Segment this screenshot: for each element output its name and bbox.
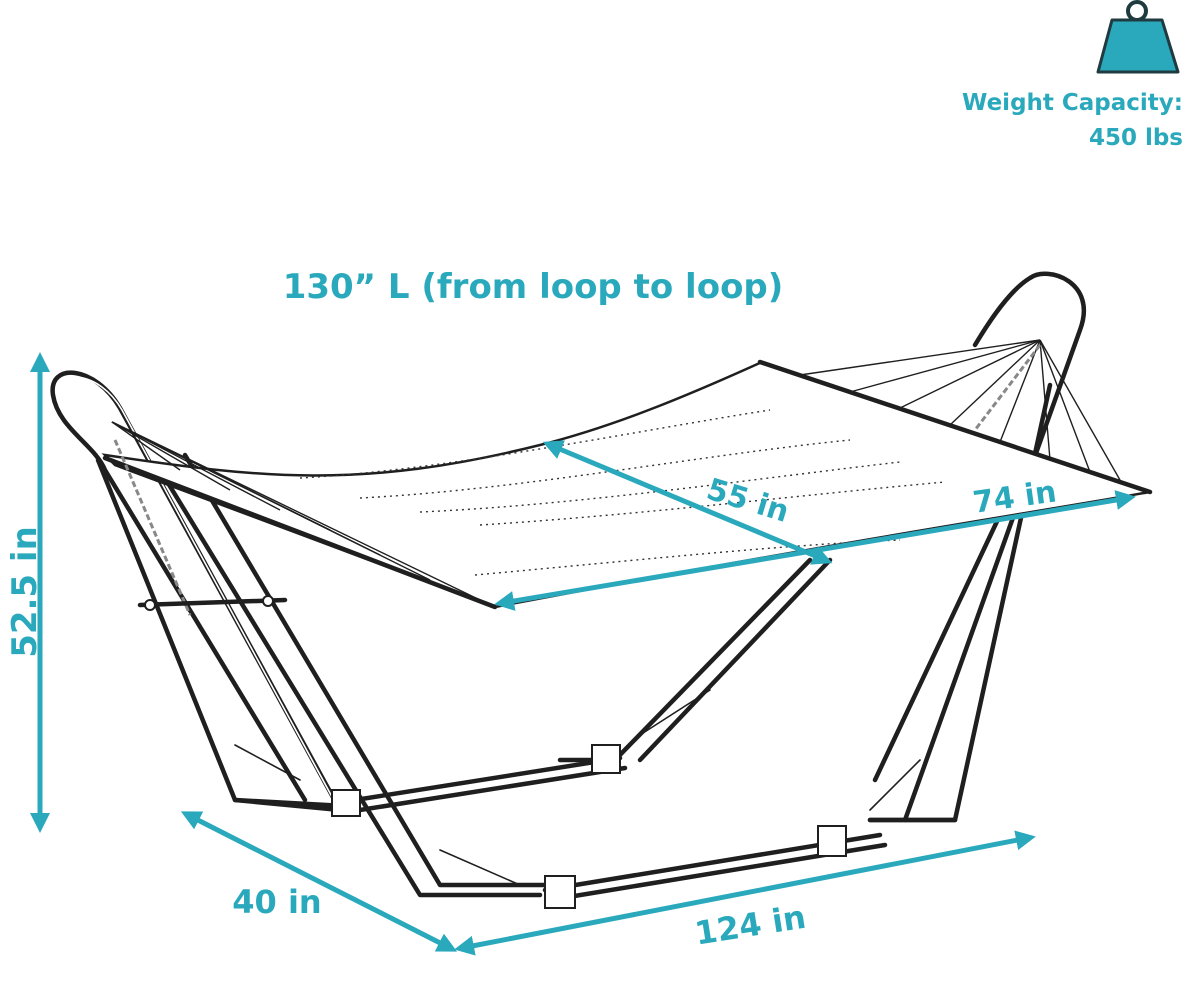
bed-length-arrow xyxy=(494,490,1136,611)
weight-icon xyxy=(1096,0,1180,74)
base-length-label: 124 in xyxy=(692,898,808,953)
height-label: 52.5 in xyxy=(5,526,45,658)
base-depth-arrow xyxy=(180,811,458,952)
hammock-stand-drawing xyxy=(50,271,1153,909)
weight-capacity-title: Weight Capacity: xyxy=(962,90,1183,116)
base-depth-label: 40 in xyxy=(232,883,321,921)
overall-length-label: 130” L (from loop to loop) xyxy=(283,267,784,307)
weight-capacity-value: 450 lbs xyxy=(1089,125,1183,151)
base-length-arrow xyxy=(454,830,1036,956)
